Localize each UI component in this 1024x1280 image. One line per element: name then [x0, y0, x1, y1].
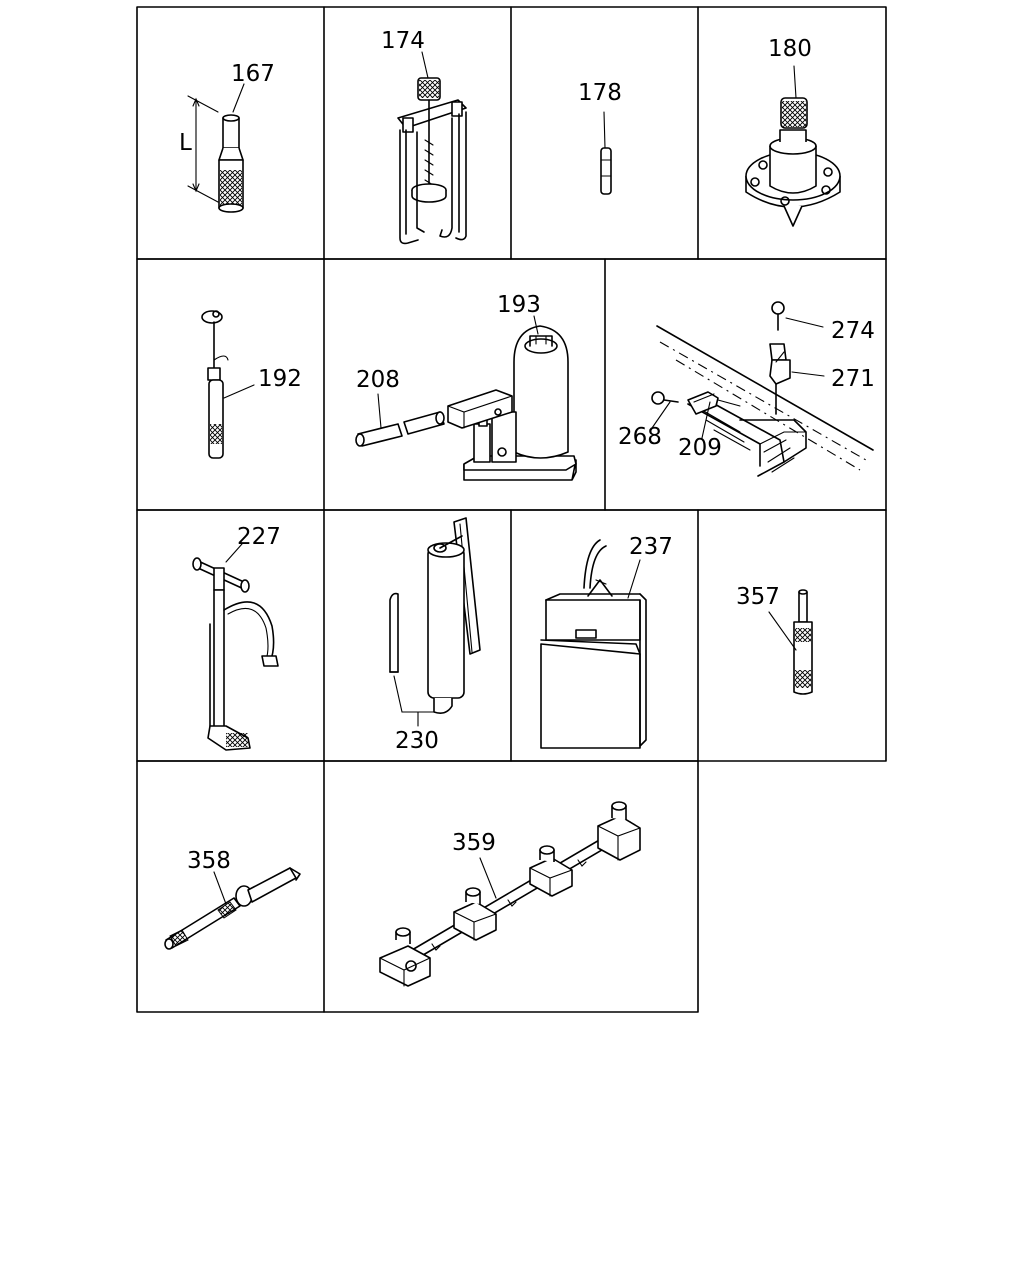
grid-frame — [136, 6, 887, 1013]
callout-271: 271 — [831, 366, 875, 392]
clip-assembly-illustration — [651, 301, 874, 477]
callout-174: 174 — [381, 28, 425, 54]
dimension-label-L: L — [179, 130, 192, 156]
callout-237: 237 — [629, 534, 673, 560]
gauge-180-illustration — [745, 65, 841, 227]
callout-230: 230 — [395, 728, 439, 754]
jack-193-illustration — [355, 315, 577, 481]
callout-208: 208 — [356, 367, 400, 393]
callout-209: 209 — [678, 435, 722, 461]
fixture-359-illustration — [379, 801, 641, 987]
callout-359: 359 — [452, 830, 496, 856]
pin-357-illustration — [768, 589, 813, 695]
callout-227: 227 — [237, 524, 281, 550]
probe-192-illustration — [201, 310, 255, 459]
callout-192: 192 — [258, 366, 302, 392]
callout-167: 167 — [231, 61, 275, 87]
tool-358-illustration — [164, 867, 301, 950]
grease-gun-230-illustration — [389, 517, 481, 727]
tool-167-illustration — [187, 83, 245, 213]
callout-193: 193 — [497, 292, 541, 318]
box-237-illustration — [540, 539, 647, 749]
callout-178: 178 — [578, 80, 622, 106]
callout-357: 357 — [736, 584, 780, 610]
callout-180: 180 — [768, 36, 812, 62]
callout-358: 358 — [187, 848, 231, 874]
callout-268: 268 — [618, 424, 662, 450]
pin-178-illustration — [600, 111, 612, 195]
puller-174-illustration — [397, 51, 467, 245]
tool-227-illustration — [192, 543, 279, 751]
callout-274: 274 — [831, 318, 875, 344]
